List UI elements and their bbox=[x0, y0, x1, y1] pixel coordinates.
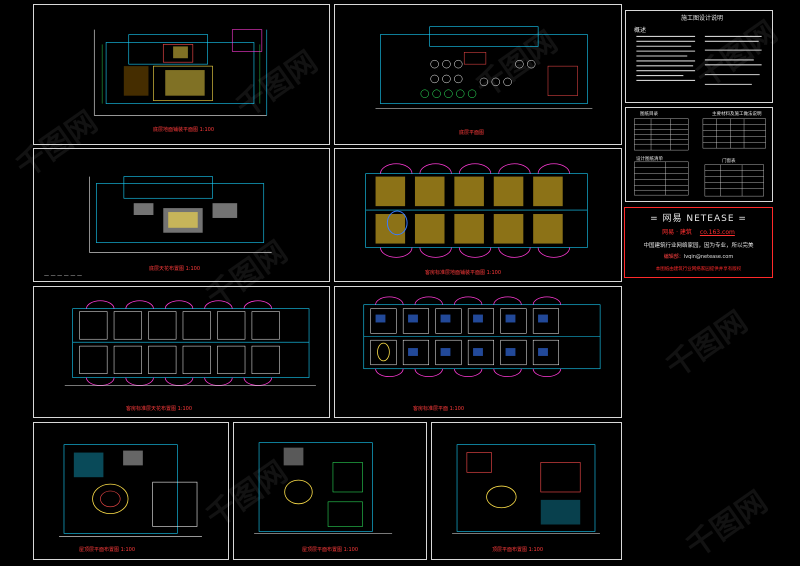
drawing-sheet-7: 屋顶层平面布置图 1:100 bbox=[33, 422, 229, 560]
sheet-caption: 屋顶层平面布置图 1:100 bbox=[302, 547, 358, 553]
schedule-tables bbox=[634, 118, 766, 197]
top-floor-plan-drawing bbox=[59, 444, 202, 537]
guest-ceiling-drawing bbox=[64, 300, 316, 386]
netease-url[interactable]: co.163.com bbox=[699, 229, 735, 236]
sheet-caption: 屋顶层平面布置图 1:100 bbox=[79, 547, 135, 553]
copyright-notice: 本图纸由建筑行业网络家园提供并享有版权 bbox=[655, 267, 742, 272]
netease-slogan: 中国建筑行业网络家园，因为专业，所以完美 bbox=[643, 243, 754, 249]
sheet-legend: — — — — — — bbox=[44, 273, 82, 279]
sheet-caption: 客房标准层天花布置图 1:100 bbox=[126, 406, 192, 412]
floor-plan-drawing bbox=[93, 29, 268, 116]
drawing-sheet-3: 底层天花布置图 1:100 — — — — — — bbox=[33, 148, 330, 282]
sheet-caption: 底层平面图 bbox=[459, 130, 485, 136]
email-address[interactable]: lvqin@netease.com bbox=[683, 254, 734, 260]
watermark: 千图网 bbox=[680, 484, 774, 566]
drawing-sheet-1: 底层地面铺装平面图 1:100 bbox=[33, 4, 330, 145]
drawing-sheet-9: 顶层平面布置图 1:100 bbox=[431, 422, 622, 560]
email-label: 编辑部： bbox=[663, 254, 684, 260]
drawing-sheet-8: 屋顶层平面布置图 1:100 bbox=[233, 422, 427, 560]
notes-heading: 概述 bbox=[634, 27, 647, 34]
table-title: 主要材料及施工做法说明 bbox=[712, 112, 762, 117]
sheet-caption: 底层地面铺装平面图 1:100 bbox=[153, 127, 214, 133]
guest-floor-plan-drawing bbox=[363, 296, 601, 378]
watermark: 千图网 bbox=[660, 304, 754, 386]
netease-info-box: = 网易 NETEASE = 网易 · 建筑 co.163.com 中国建筑行业网… bbox=[624, 207, 773, 278]
sheet-caption: 客房标准层地面铺装平面图 1:100 bbox=[425, 270, 501, 276]
netease-brand: 网易 · 建筑 bbox=[662, 229, 692, 236]
drawing-sheet-5: 客房标准层天花布置图 1:100 bbox=[33, 286, 330, 418]
drawing-sheet-2: 底层平面图 bbox=[334, 4, 622, 145]
sheet-caption: 顶层平面布置图 1:100 bbox=[492, 547, 543, 553]
drawing-sheet-4: 客房标准层地面铺装平面图 1:100 bbox=[334, 148, 622, 282]
flooring-plan-drawing bbox=[365, 163, 588, 258]
ceiling-plan-drawing bbox=[89, 176, 272, 253]
top-floor-plan-drawing bbox=[254, 442, 393, 534]
schedule-tables-panel: 图纸目录 主要材料及施工做法说明 设计图纸清单 门窗表 bbox=[625, 107, 773, 202]
notes-title: 施工图设计说明 bbox=[681, 15, 724, 22]
notes-text-lines bbox=[636, 35, 762, 85]
table-title: 设计图纸清单 bbox=[636, 157, 663, 162]
sheet-caption: 底层天花布置图 1:100 bbox=[149, 266, 200, 272]
table-title: 图纸目录 bbox=[640, 112, 658, 117]
floor-plan-drawing bbox=[375, 26, 593, 109]
table-title: 门窗表 bbox=[722, 159, 736, 164]
design-notes-panel: 施工图设计说明 概述 bbox=[625, 10, 773, 103]
netease-title: = 网易 NETEASE = bbox=[650, 214, 747, 224]
top-floor-plan-drawing bbox=[452, 444, 600, 534]
sheet-caption: 客房标准层平面 1:100 bbox=[413, 406, 464, 412]
drawing-sheet-6: 客房标准层平面 1:100 bbox=[334, 286, 622, 418]
